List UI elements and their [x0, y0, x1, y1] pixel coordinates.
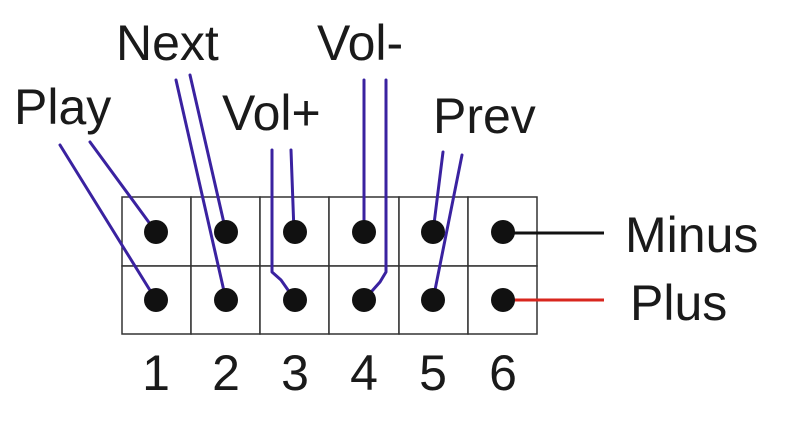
- vol-plus-wire-bottom: [270, 148, 297, 302]
- next-wire-bottom: [174, 78, 228, 302]
- pin-numbers: 1 2 3 4 5 6: [142, 345, 517, 401]
- pin-top-5: [421, 220, 445, 244]
- play-wire-top: [88, 140, 158, 234]
- prev-wire-bottom: [431, 153, 464, 302]
- pins: [144, 220, 515, 312]
- next-wire-top: [188, 73, 228, 234]
- connector-grid: [121, 196, 538, 335]
- pin-top-6: [491, 220, 515, 244]
- pin-number-5: 5: [419, 345, 447, 401]
- label-vol-minus: Vol-: [317, 15, 403, 71]
- vol-minus-wire-bottom: [362, 78, 388, 302]
- pin-top-1: [144, 220, 168, 244]
- pin-top-3: [283, 220, 307, 244]
- vol-plus-wire-top: [289, 148, 296, 234]
- cell-bottom-2: [190, 265, 261, 335]
- label-vol-plus: Vol+: [222, 85, 321, 141]
- pin-bottom-5: [421, 288, 445, 312]
- pin-bottom-6: [491, 288, 515, 312]
- pin-number-1: 1: [142, 345, 170, 401]
- pin-top-4: [352, 220, 376, 244]
- wires: [58, 73, 604, 302]
- pin-number-2: 2: [212, 345, 240, 401]
- label-play: Play: [14, 79, 111, 135]
- pin-bottom-2: [214, 288, 238, 312]
- pin-bottom-3: [283, 288, 307, 312]
- function-labels: Play Next Vol+ Vol- Prev Minus Plus: [14, 15, 758, 331]
- play-wire-bottom: [58, 143, 158, 302]
- pin-number-3: 3: [281, 345, 309, 401]
- label-prev: Prev: [433, 88, 536, 144]
- pin-top-2: [214, 220, 238, 244]
- pin-bottom-1: [144, 288, 168, 312]
- pin-number-4: 4: [350, 345, 378, 401]
- label-next: Next: [116, 15, 219, 71]
- prev-wire-top: [431, 150, 445, 234]
- pin-number-6: 6: [489, 345, 517, 401]
- label-minus: Minus: [625, 207, 758, 263]
- pin-bottom-4: [352, 288, 376, 312]
- label-plus: Plus: [630, 275, 727, 331]
